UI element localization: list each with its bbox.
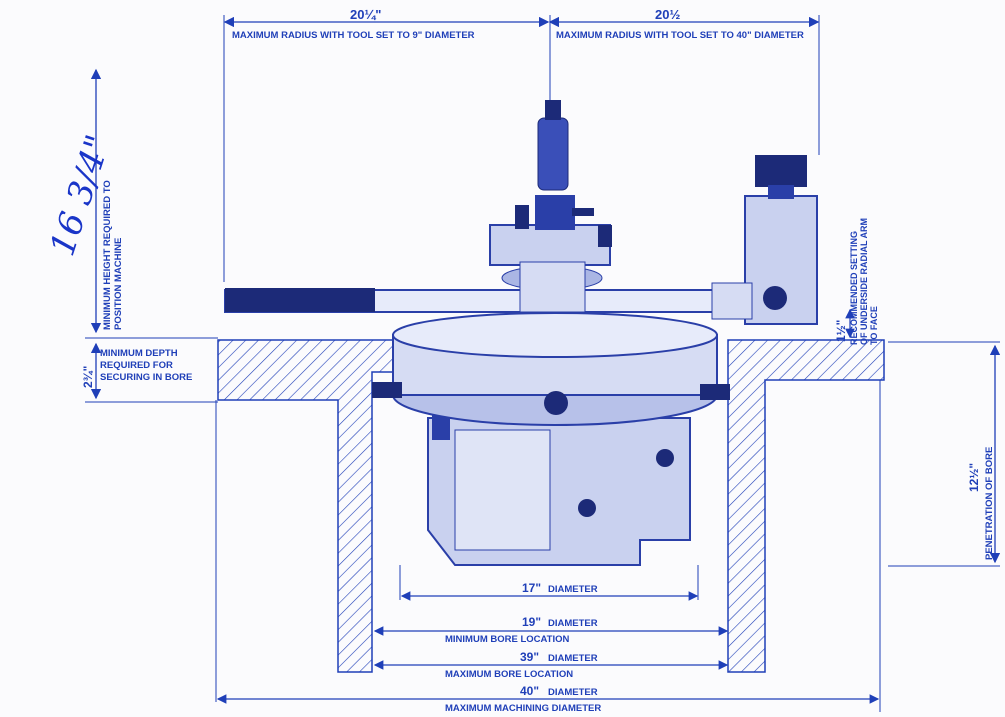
gearbox-panel [454, 429, 551, 551]
penetration-label: PENETRATION OF BORE [984, 447, 995, 560]
rotating-table-top [392, 312, 718, 358]
dim-39-label: DIAMETER [548, 653, 598, 664]
penetration-dimension [888, 341, 1001, 567]
boring-machine-illustration [224, 100, 818, 566]
min-height-label-line1: MINIMUM HEIGHT REQUIRED TO [102, 180, 113, 330]
top-left-dimension-label: MAXIMUM RADIUS WITH TOOL SET TO 9" DIAME… [232, 30, 475, 41]
radial-arm-label-line2: OF UNDERSIDE RADIAL ARM [859, 218, 869, 345]
top-right-dimension-value: 20½ [655, 7, 680, 22]
side-lever [572, 208, 594, 216]
tool-head-neck [768, 185, 794, 199]
central-carriage [489, 224, 611, 266]
dim-17-value: 17" [522, 581, 541, 595]
dim-39-value: 39" [520, 650, 539, 664]
front-bolt [544, 391, 568, 415]
right-knob [598, 225, 612, 247]
spindle-cap [545, 100, 561, 120]
penetration-value: 12½" [967, 463, 981, 492]
dim-19-label: DIAMETER [548, 618, 598, 629]
left-knob [515, 205, 529, 229]
min-depth-label-line2: REQUIRED FOR [100, 360, 173, 371]
tool-post [535, 195, 575, 230]
clamp-left [372, 382, 402, 398]
top-dimension-lines [223, 15, 820, 282]
top-right-dimension-label: MAXIMUM RADIUS WITH TOOL SET TO 40" DIAM… [556, 30, 804, 41]
gearbox-bolt [578, 499, 596, 517]
clamp-right [700, 384, 730, 400]
min-depth-value: 2¾" [81, 366, 95, 388]
min-height-dimension [85, 68, 218, 403]
min-height-label-line2: POSITION MACHINE [113, 238, 124, 330]
dim-17-label: DIAMETER [548, 584, 598, 595]
dim-39-sub: MAXIMUM BORE LOCATION [445, 669, 573, 680]
left-bore-wall [217, 339, 399, 673]
min-depth-label-line3: SECURING IN BORE [100, 372, 192, 383]
top-left-dimension-value: 20¼" [350, 7, 381, 22]
radial-arm-handle [225, 288, 375, 312]
radial-arm-label-line1: RECOMMENDED SETTING [849, 231, 859, 345]
right-bore-wall [727, 339, 885, 673]
carriage-post [519, 261, 586, 313]
tool-head-block [711, 282, 753, 320]
min-depth-label-line1: MINIMUM DEPTH [100, 348, 178, 359]
spindle [537, 117, 569, 191]
dim-40-label: DIAMETER [548, 687, 598, 698]
dim-40-sub: MAXIMUM MACHINING DIAMETER [445, 703, 601, 714]
tool-head-cap [755, 155, 807, 187]
dim-40-value: 40" [520, 684, 539, 698]
gearbox-bolt [656, 449, 674, 467]
radial-arm-value: 1½" [834, 320, 848, 342]
radial-arm-label-line3: TO FACE [869, 306, 879, 345]
dim-19-value: 19" [522, 615, 541, 629]
dim-19-sub: MINIMUM BORE LOCATION [445, 634, 570, 645]
tool-head-dial [763, 286, 787, 310]
